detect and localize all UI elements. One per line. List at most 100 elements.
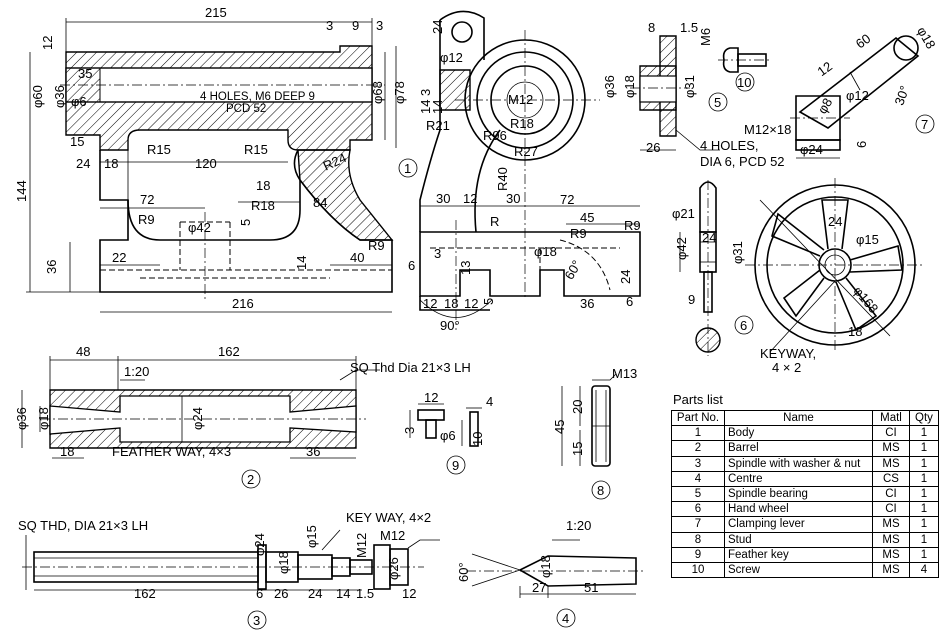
dim-r18: R18 [251, 198, 275, 213]
dim-phi18c: φ18 [538, 555, 553, 578]
dim-30l: 30° [892, 84, 913, 108]
part-number-2: 2 [247, 472, 254, 487]
dim-phi6k: φ6 [440, 428, 456, 443]
dim-90deg: 90° [440, 318, 460, 333]
cell-matl: CI [872, 425, 910, 442]
dim-m12x18: M12×18 [744, 122, 791, 137]
dim-12s: 12 [463, 191, 477, 206]
cell-part-no: 6 [671, 501, 725, 518]
body-front-view [26, 18, 397, 313]
dim-51c: 51 [584, 580, 598, 595]
dim-22: 22 [112, 250, 126, 265]
dim-4k: 4 [486, 394, 493, 409]
barrel-dims: 48 162 1:20 φ36 φ18 φ24 18 36 SQ Thd Dia… [14, 344, 471, 459]
dim-phi24b: φ24 [190, 407, 205, 430]
dim-r9: R9 [138, 212, 155, 227]
body-side-dims: 24 φ12 M12 3 14 14 R21 R96 R18 R27 R40 3… [408, 20, 641, 333]
dim-144: 144 [14, 180, 29, 202]
dim-36bb: 36 [306, 444, 320, 459]
dim-phi36: φ36 [52, 85, 67, 108]
barrel-keyway: FEATHER WAY, 4×3 [112, 444, 231, 459]
dim-r15b: R15 [244, 142, 268, 157]
dim-12s3: 12 [464, 296, 478, 311]
dim-45s: 45 [580, 210, 594, 225]
body-front-dims: 215 3 9 3 12 φ60 φ36 35 φ6 15 φ68 φ78 24… [14, 5, 407, 311]
body-side-view [419, 10, 641, 330]
part-number-6: 6 [740, 318, 747, 333]
dim-phi26: φ26 [386, 557, 401, 580]
dim-24sp: 24 [308, 586, 322, 601]
dim-18: 18 [104, 156, 118, 171]
spindle-view [22, 529, 440, 591]
dim-phi31b: φ31 [682, 75, 697, 98]
cell-name: Clamping lever [724, 516, 873, 533]
screw-view [718, 47, 772, 73]
feather-key-view [409, 403, 482, 447]
dim-18b: 18 [256, 178, 270, 193]
cell-part-no: 2 [671, 440, 725, 457]
centre-view [466, 539, 645, 598]
parts-list-header-row: Part No. Name Matl Qty [671, 409, 939, 427]
dim-phi12l: φ12 [846, 88, 869, 103]
cell-qty: 1 [909, 440, 939, 457]
bearing-dims: 8 1.5 M6 φ36 φ18 φ31 26 4 HOLES, DIA 6, … [602, 20, 785, 169]
cell-name: Feather key [724, 546, 873, 563]
dim-36s: 36 [580, 296, 594, 311]
cell-qty: 1 [909, 470, 939, 487]
dim-162sp: 162 [134, 586, 156, 601]
dim-m12: M12 [508, 92, 533, 107]
lever-view [790, 35, 920, 159]
cell-qty: 1 [909, 485, 939, 503]
dim-30s2: 30 [506, 191, 520, 206]
dim-12l: 12 [814, 59, 835, 80]
spindle-thread: SQ THD, DIA 21×3 LH [18, 518, 148, 533]
dim-8b: 8 [648, 20, 655, 35]
dim-9hw: 9 [688, 292, 695, 307]
header-name: Name [724, 409, 873, 427]
part-number-5: 5 [714, 95, 721, 110]
dim-r9s2: R9 [624, 218, 641, 233]
dim-3s2: 3 [434, 246, 441, 261]
barrel-thread: SQ Thd Dia 21×3 LH [350, 360, 471, 375]
dim-60l: 60 [853, 31, 874, 52]
dim-24: 24 [76, 156, 90, 171]
stud-view [561, 373, 617, 467]
lever-dims: 60 φ18 12 φ8 φ12 30° M12×18 φ24 6 [744, 24, 939, 157]
spindle-keyway: KEY WAY, 4×2 [346, 510, 431, 525]
dim-24s: 24 [430, 20, 445, 34]
dim-84: 84 [313, 195, 327, 210]
handwheel-front-view [745, 178, 925, 353]
dim-3k: 3 [402, 427, 417, 434]
part-number-8: 8 [597, 483, 604, 498]
dim-40: 40 [350, 250, 364, 265]
dim-15: 15 [70, 134, 84, 149]
part-number-3: 3 [253, 613, 260, 628]
stud-dims: M13 20 45 15 [552, 366, 637, 456]
feather-key-dims: 12 4 3 φ6 10 [402, 390, 493, 446]
bearing-note1: 4 HOLES, [700, 138, 759, 153]
cell-name: Body [724, 425, 873, 442]
dim-12s2: 12 [423, 296, 437, 311]
dim-14: 14 [294, 256, 309, 270]
cell-matl: MS [872, 440, 910, 457]
dim-12: 12 [40, 36, 55, 50]
dim-phi68: φ68 [370, 81, 385, 104]
dim-m6: M6 [698, 28, 713, 46]
cell-part-no: 8 [671, 531, 725, 548]
cell-part-no: 10 [671, 561, 725, 579]
cell-matl: MS [872, 516, 910, 533]
dim-m12sp: M12 [354, 533, 369, 558]
dim-72: 72 [140, 192, 154, 207]
dim-r-s: R [490, 214, 499, 229]
dim-12sp: 12 [402, 586, 416, 601]
cell-name: Spindle bearing [724, 485, 873, 503]
dim-taper: 1:20 [124, 364, 149, 379]
dim-phi21: φ21 [672, 206, 695, 221]
dim-r21: R21 [426, 118, 450, 133]
dim-6s: 6 [408, 258, 415, 273]
